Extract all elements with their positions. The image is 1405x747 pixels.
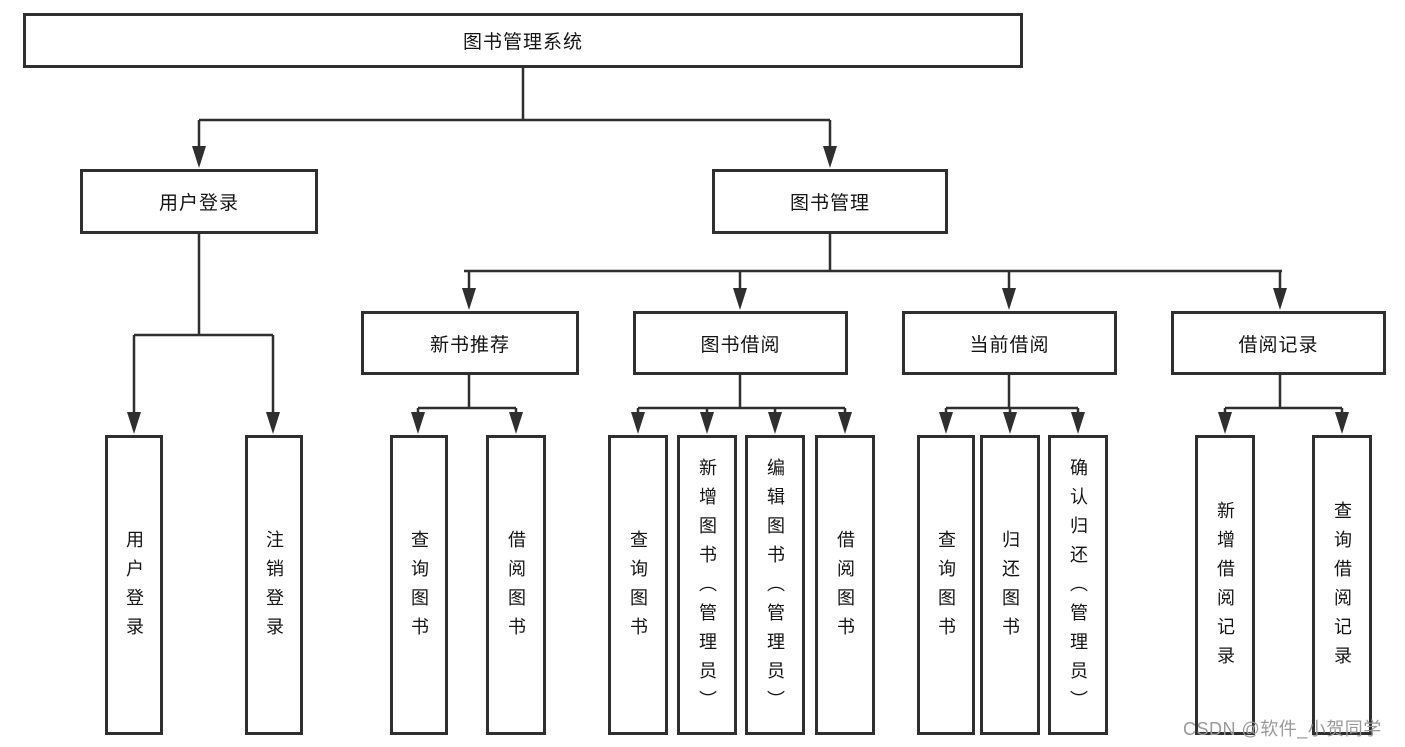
arrowhead <box>733 288 747 310</box>
node-leaf-query-book-2: 查询图书 <box>608 435 668 735</box>
arrowhead <box>1071 412 1085 434</box>
node-leaf-query-borrow-record: 查询借阅记录 <box>1312 435 1372 735</box>
node-user-login-group: 用户登录 <box>80 169 318 234</box>
node-book-management: 图书管理 <box>712 169 948 234</box>
node-new-book-recommend: 新书推荐 <box>361 311 579 375</box>
node-book-borrow: 图书借阅 <box>633 311 848 375</box>
node-leaf-add-borrow-record: 新增借阅记录 <box>1195 435 1255 735</box>
arrowhead <box>823 146 837 168</box>
node-leaf-return-book: 归还图书 <box>980 435 1040 735</box>
node-root-system: 图书管理系统 <box>23 13 1023 68</box>
connector <box>1223 375 1344 416</box>
connector <box>132 234 275 416</box>
node-leaf-confirm-return-admin: 确认归还（管理员） <box>1048 435 1108 735</box>
arrowhead <box>700 412 714 434</box>
node-leaf-user-login: 用户登录 <box>105 435 163 735</box>
arrowhead <box>462 288 476 310</box>
arrowhead <box>266 412 280 434</box>
node-leaf-logout: 注销登录 <box>245 435 303 735</box>
connector <box>416 375 518 416</box>
node-leaf-add-book-admin: 新增图书（管理员） <box>677 435 737 735</box>
node-leaf-query-book-1: 查询图书 <box>390 435 448 735</box>
arrowhead <box>1273 288 1287 310</box>
csdn-watermark: CSDN @软件_小贺同学 <box>1183 719 1382 739</box>
arrowhead <box>411 412 425 434</box>
arrowhead <box>509 412 523 434</box>
arrowhead <box>1335 412 1349 434</box>
arrowhead <box>939 412 953 434</box>
connector <box>944 375 1080 416</box>
node-leaf-query-book-3: 查询图书 <box>917 435 975 735</box>
arrowhead <box>631 412 645 434</box>
connector <box>197 68 832 150</box>
connector <box>636 375 847 416</box>
node-borrow-record: 借阅记录 <box>1171 311 1386 375</box>
arrowhead <box>1218 412 1232 434</box>
node-leaf-borrow-book-1: 借阅图书 <box>486 435 546 735</box>
node-current-borrow: 当前借阅 <box>902 311 1117 375</box>
node-leaf-edit-book-admin: 编辑图书（管理员） <box>745 435 805 735</box>
arrowhead <box>192 146 206 168</box>
node-leaf-borrow-book-2: 借阅图书 <box>815 435 875 735</box>
connector <box>464 234 1282 292</box>
arrowhead <box>127 412 141 434</box>
arrowhead <box>1003 412 1017 434</box>
arrowhead <box>838 412 852 434</box>
arrowhead <box>768 412 782 434</box>
arrowhead <box>1002 288 1016 310</box>
